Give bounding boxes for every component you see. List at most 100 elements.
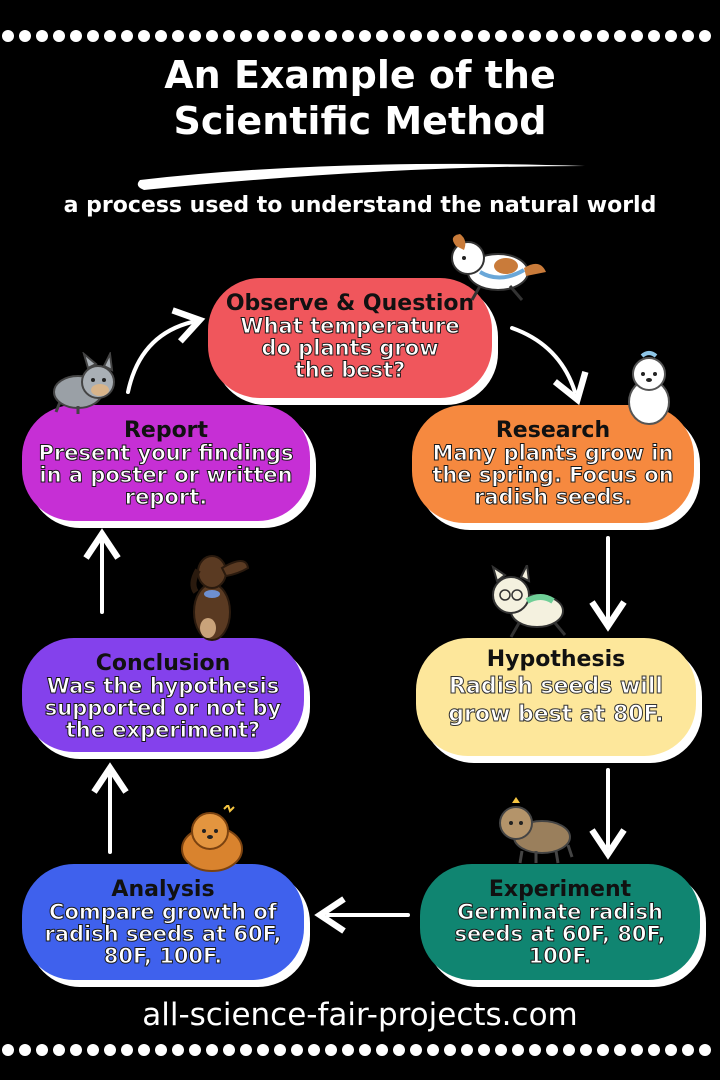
border-dot	[546, 30, 558, 42]
border-dot	[495, 1044, 507, 1056]
border-dot	[53, 30, 65, 42]
step-text-line: do plants grow	[261, 336, 439, 360]
step-text-line: What temperature	[240, 314, 460, 338]
step-text-line: radish seeds.	[473, 485, 632, 509]
border-dot	[682, 1044, 694, 1056]
border-dot	[87, 30, 99, 42]
border-dot	[359, 30, 371, 42]
border-dot	[274, 1044, 286, 1056]
bottom-dotted-border	[2, 1044, 711, 1056]
border-dot	[410, 1044, 422, 1056]
top-dotted-border	[2, 30, 711, 42]
border-dot	[240, 1044, 252, 1056]
arrow-report-to-observe	[126, 307, 206, 394]
border-dot	[257, 30, 269, 42]
border-dot	[597, 30, 609, 42]
border-dot	[665, 30, 677, 42]
title-line-2: Scientific Method	[173, 99, 547, 143]
step-text-line: Present your findings	[38, 441, 294, 465]
border-dot	[580, 30, 592, 42]
border-dot	[648, 30, 660, 42]
border-dot	[410, 30, 422, 42]
border-dot	[478, 1044, 490, 1056]
border-dot	[648, 1044, 660, 1056]
step-title: Observe & Question	[225, 291, 475, 316]
border-dot	[597, 1044, 609, 1056]
border-dot	[512, 1044, 524, 1056]
border-dot	[546, 1044, 558, 1056]
border-dot	[495, 30, 507, 42]
step-text-line: radish seeds at 60F,	[44, 922, 282, 946]
pomeranian-icon	[181, 805, 243, 872]
border-dot	[223, 1044, 235, 1056]
border-dot	[2, 30, 14, 42]
step-text-line: seeds at 60F, 80F,	[454, 922, 666, 946]
border-dot	[342, 30, 354, 42]
step-text-line: in a poster or written	[39, 463, 293, 487]
border-dot	[189, 1044, 201, 1056]
dachshund-icon	[190, 555, 250, 641]
step-text-line: supported or not by	[44, 696, 282, 720]
border-dot	[104, 30, 116, 42]
border-dot	[308, 30, 320, 42]
fluffy-dog-icon	[628, 351, 670, 425]
border-dot	[461, 30, 473, 42]
border-dot	[19, 1044, 31, 1056]
step-text-line: Radish seeds will	[449, 674, 664, 699]
border-dot	[240, 30, 252, 42]
footer-url: all-science-fair-projects.com	[142, 997, 578, 1033]
small-dog-icon	[499, 797, 574, 864]
border-dot	[376, 1044, 388, 1056]
border-dot	[172, 1044, 184, 1056]
border-dot	[121, 1044, 133, 1056]
border-dot	[359, 1044, 371, 1056]
step-experiment: Experiment Germinate radish seeds at 60F…	[420, 864, 700, 980]
border-dot	[563, 1044, 575, 1056]
border-dot	[631, 30, 643, 42]
running-dog-icon	[451, 234, 546, 301]
arrow-observe-to-research	[510, 326, 589, 406]
step-text-line: Was the hypothesis	[46, 674, 280, 698]
border-dot	[342, 1044, 354, 1056]
border-dot	[325, 1044, 337, 1056]
border-dot	[427, 1044, 439, 1056]
step-text-line: 80F, 100F.	[103, 944, 223, 968]
border-dot	[155, 30, 167, 42]
border-dot	[19, 30, 31, 42]
border-dot	[529, 1044, 541, 1056]
step-text-line: the best?	[294, 358, 406, 382]
border-dot	[444, 30, 456, 42]
border-dot	[257, 1044, 269, 1056]
border-dot	[274, 30, 286, 42]
border-dot	[138, 1044, 150, 1056]
border-dot	[529, 30, 541, 42]
step-text-line: Compare growth of	[49, 900, 278, 924]
border-dot	[206, 30, 218, 42]
border-dot	[70, 1044, 82, 1056]
border-dot	[682, 30, 694, 42]
border-dot	[478, 30, 490, 42]
border-dot	[699, 1044, 711, 1056]
border-dot	[36, 1044, 48, 1056]
step-report: Report Present your findings in a poster…	[22, 405, 310, 521]
step-text-line: the experiment?	[65, 718, 261, 742]
terrier-icon	[53, 352, 115, 414]
step-observe-question: Observe & Question What temperature do p…	[208, 278, 492, 398]
step-title: Report	[123, 418, 209, 443]
step-text-line: Many plants grow in	[432, 441, 674, 465]
step-text-line: grow best at 80F.	[448, 702, 664, 727]
step-title: Experiment	[488, 877, 632, 902]
step-hypothesis: Hypothesis Radish seeds will grow best a…	[416, 638, 696, 756]
border-dot	[87, 1044, 99, 1056]
border-dot	[393, 1044, 405, 1056]
border-dot	[427, 30, 439, 42]
border-dot	[580, 1044, 592, 1056]
puppy-icon	[491, 565, 567, 638]
border-dot	[2, 1044, 14, 1056]
border-dot	[325, 30, 337, 42]
border-dot	[291, 1044, 303, 1056]
step-title: Research	[495, 418, 611, 443]
border-dot	[614, 1044, 626, 1056]
border-dot	[172, 30, 184, 42]
step-text-line: Germinate radish	[457, 900, 664, 924]
